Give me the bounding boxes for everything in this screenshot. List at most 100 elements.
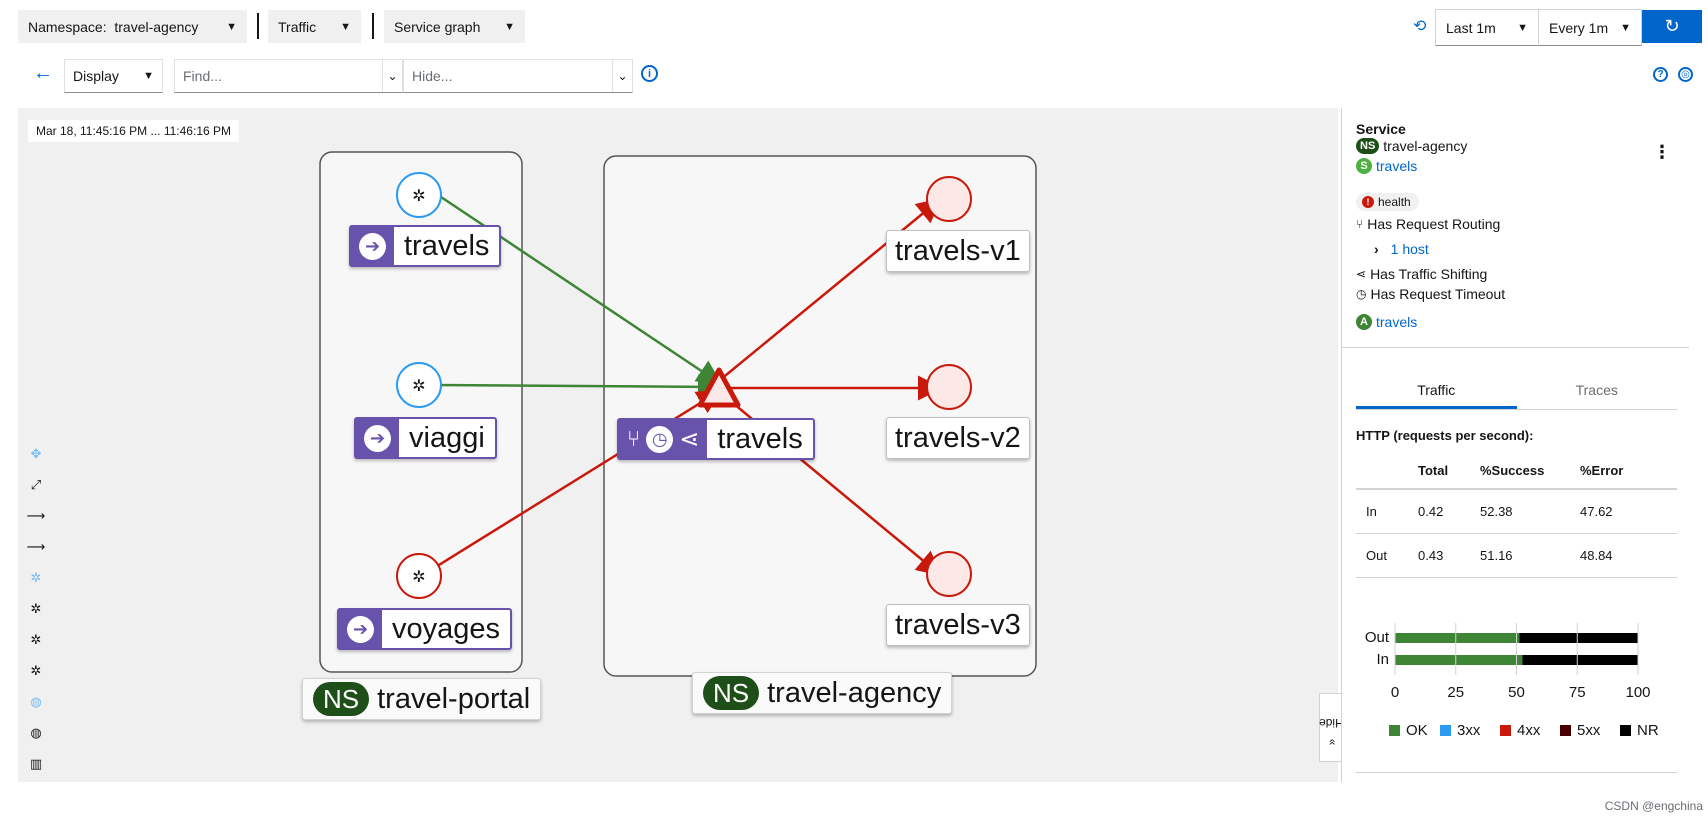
layout-default-icon[interactable]: ✲	[30, 569, 42, 585]
info-icon[interactable]: i	[641, 65, 658, 82]
health-label: health	[1378, 195, 1411, 209]
table-row: In 0.42 52.38 47.62	[1356, 489, 1677, 534]
workload-icon: ✲	[412, 188, 425, 205]
layout-1-icon[interactable]: ⟶	[26, 507, 46, 523]
node-label-travels-v3[interactable]: travels-v3	[886, 604, 1030, 646]
map-icon[interactable]: ▥	[29, 755, 43, 771]
hide-input[interactable]: Hide... ⌄	[403, 59, 633, 93]
namespace-layout-2-icon[interactable]: ◍	[30, 724, 42, 740]
chart-tick-label: 0	[1391, 684, 1399, 701]
node-name: travels	[717, 422, 803, 455]
chart-legend-label: 5xx	[1577, 722, 1601, 739]
find-placeholder: Find...	[183, 68, 222, 84]
ns-badge: NS	[703, 676, 760, 710]
graph-type-dropdown[interactable]: Service graph ▼	[384, 10, 525, 43]
hide-label: Hide	[1318, 715, 1344, 730]
namespace-name: travel-agency	[767, 676, 942, 709]
graph-toolbar: ✥ ⤢ ⟶ ⟶ ✲ ✲ ✲ ✲ ◍ ◍ ▥	[24, 438, 48, 779]
request-routing-row: ⑂ Has Request Routing	[1356, 216, 1500, 232]
node-label-travels-portal[interactable]: ➔ travels	[349, 225, 502, 267]
service-link[interactable]: travels	[1376, 158, 1418, 174]
side-panel: Service ⋮ NS travel-agency S travels ! h…	[1341, 108, 1689, 782]
refresh-button[interactable]: ↻	[1642, 10, 1702, 43]
table-cell: 51.16	[1470, 533, 1570, 578]
chart-legend-swatch	[1560, 725, 1571, 736]
node-label-travels-v1[interactable]: travels-v1	[886, 230, 1030, 272]
http-rates-table: Total %Success %Error In 0.42 52.38 47.6…	[1356, 453, 1677, 578]
service-badge: S	[1356, 158, 1372, 174]
table-cell: 0.43	[1408, 533, 1470, 578]
tab-traces[interactable]: Traces	[1575, 382, 1618, 398]
hosts-link[interactable]: 1 host	[1390, 241, 1429, 257]
layout-2-icon[interactable]: ⟶	[26, 538, 46, 554]
display-label: Display	[73, 68, 119, 84]
node-label-travels-service[interactable]: ⑂ ◷ ⋖ travels	[617, 418, 815, 460]
caret-down-icon: ▼	[340, 20, 351, 33]
app-badge: A	[1356, 314, 1372, 330]
chart-legend-label: 4xx	[1517, 722, 1541, 739]
graph-timestamp: Mar 18, 11:45:16 PM ... 11:46:16 PM	[28, 120, 239, 142]
table-header-row: Total %Success %Error	[1356, 453, 1677, 490]
namespace-dropdown[interactable]: Namespace: travel-agency ▼	[18, 10, 247, 43]
node-label-viaggi[interactable]: ➔ viaggi	[354, 417, 497, 459]
service-row: S travels	[1356, 158, 1417, 174]
toolbar-divider	[372, 13, 374, 39]
table-header: Total	[1408, 453, 1470, 490]
chart-bar	[1395, 655, 1523, 665]
branch-icon: ⑂	[627, 426, 641, 451]
table-row: Out 0.43 51.16 48.84	[1356, 533, 1677, 578]
traffic-dropdown[interactable]: Traffic ▼	[268, 10, 361, 43]
hosts-row[interactable]: › 1 host	[1374, 241, 1429, 257]
namespace-label-travel-agency[interactable]: NS travel-agency	[692, 672, 953, 714]
toolbar-divider	[257, 13, 259, 39]
node-label-voyages[interactable]: ➔ voyages	[337, 608, 513, 650]
legend-icon[interactable]: ◎	[1678, 67, 1693, 82]
caret-down-icon: ▼	[504, 20, 515, 33]
chart-legend-label: OK	[1406, 722, 1428, 739]
arrow-right-icon: ➔	[364, 424, 391, 452]
node-name: travels-v1	[895, 234, 1021, 267]
health-tag[interactable]: ! health	[1356, 193, 1419, 211]
namespace-name: travel-agency	[1383, 138, 1468, 154]
display-dropdown[interactable]: Display ▼	[64, 59, 163, 93]
namespace-row: NS travel-agency	[1356, 138, 1467, 154]
layout-dagre-icon[interactable]: ✲	[30, 662, 42, 678]
kebab-menu-icon[interactable]: ⋮	[1653, 142, 1671, 162]
share-icon: ⋖	[679, 425, 700, 453]
chart-category-label: In	[1376, 651, 1389, 668]
chart-tick-label: 50	[1508, 684, 1525, 701]
pan-icon[interactable]: ✥	[30, 445, 42, 461]
hide-panel-tab[interactable]: » Hide	[1318, 693, 1344, 762]
chart-tick-label: 25	[1447, 684, 1464, 701]
namespace-name: travel-portal	[377, 682, 531, 715]
fit-icon[interactable]: ⤢	[30, 476, 42, 492]
section-divider	[1342, 347, 1689, 348]
chevron-right-icon[interactable]: ›	[1374, 241, 1379, 257]
tab-traffic[interactable]: Traffic	[1356, 380, 1517, 409]
duration-dropdown[interactable]: Last 1m ▼	[1435, 9, 1539, 46]
traffic-shifting-row: ⋖ Has Traffic Shifting	[1356, 266, 1487, 282]
namespace-layout-1-icon[interactable]: ◍	[30, 693, 42, 709]
layout-cola-icon[interactable]: ✲	[30, 600, 42, 616]
hide-caret-icon[interactable]: ⌄	[612, 60, 632, 92]
graph-canvas[interactable]: Mar 18, 11:45:16 PM ... 11:46:16 PM ✲ ✲	[18, 108, 1338, 782]
namespace-label-travel-portal[interactable]: NS travel-portal	[302, 678, 542, 720]
find-caret-icon[interactable]: ⌄	[382, 60, 402, 92]
chart-legend-label: NR	[1637, 722, 1659, 739]
namespace-value: travel-agency	[114, 18, 199, 35]
table-header: %Error	[1570, 453, 1677, 490]
node-label-travels-v2[interactable]: travels-v2	[886, 417, 1030, 459]
app-link[interactable]: travels	[1376, 314, 1418, 330]
find-input[interactable]: Find... ⌄	[174, 59, 403, 93]
refresh-interval-dropdown[interactable]: Every 1m ▼	[1538, 9, 1642, 46]
table-cell: 52.38	[1470, 489, 1570, 534]
node-circle-viaggi	[396, 362, 442, 408]
node-circle-v3	[926, 551, 972, 597]
arrow-right-icon: ➔	[347, 615, 374, 643]
back-arrow-icon[interactable]: ←	[33, 62, 53, 84]
ns-badge: NS	[1356, 138, 1380, 154]
node-circle-v2	[926, 364, 972, 410]
branch-icon: ⑂	[1356, 217, 1364, 231]
layout-cose-icon[interactable]: ✲	[30, 631, 42, 647]
help-icon[interactable]: ?	[1653, 67, 1668, 82]
